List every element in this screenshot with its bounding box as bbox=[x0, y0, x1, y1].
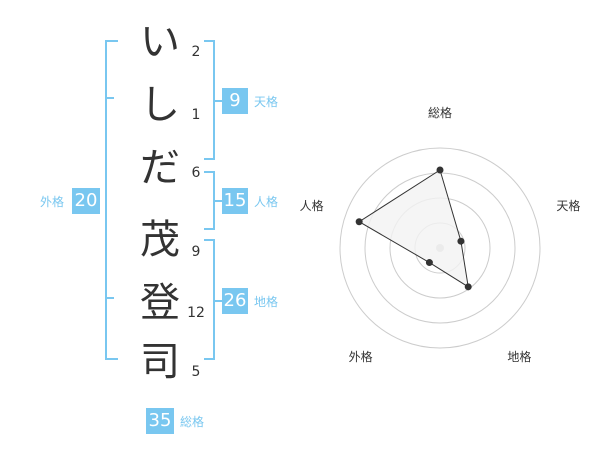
radar-point-4 bbox=[425, 259, 433, 267]
radar-ring bbox=[339, 147, 541, 349]
stroke-count-2: 1 bbox=[191, 107, 201, 123]
radar-point-5 bbox=[355, 218, 363, 226]
jinkaku-badge: 15 bbox=[222, 188, 248, 214]
name-char-3: だ bbox=[140, 145, 180, 191]
jinkaku-label: 人格 bbox=[254, 195, 279, 209]
radar-point-3 bbox=[464, 283, 472, 291]
stroke-count-3: 6 bbox=[191, 165, 201, 181]
radar-axis-label-chikaku: 地格 bbox=[507, 350, 532, 365]
name-char-1: い bbox=[140, 19, 180, 65]
soukaku-badge: 35 bbox=[146, 408, 174, 434]
radar-axis-label-gaikaku: 外格 bbox=[348, 350, 373, 365]
gaikaku-badge: 20 bbox=[72, 188, 100, 214]
name-char-6: 司 bbox=[140, 339, 180, 385]
stroke-count-1: 2 bbox=[191, 44, 201, 60]
stroke-count-4: 9 bbox=[191, 244, 201, 260]
radar-point-2 bbox=[457, 237, 465, 245]
tenkaku-badge: 9 bbox=[222, 88, 248, 114]
chikaku-badge: 26 bbox=[222, 288, 248, 314]
tenkaku-label: 天格 bbox=[254, 95, 279, 109]
stroke-count-5: 12 bbox=[187, 305, 205, 321]
radar-series-polygon bbox=[358, 169, 469, 288]
soukaku-label: 総格 bbox=[180, 415, 205, 429]
stroke-count-6: 5 bbox=[191, 364, 201, 380]
radar-axis-label-tenkaku: 天格 bbox=[556, 199, 581, 214]
chikaku-label: 地格 bbox=[254, 295, 279, 309]
radar-axis-label-soukaku: 総格 bbox=[427, 106, 452, 120]
name-char-4: 茂 bbox=[140, 217, 180, 263]
gaikaku-label: 外格 bbox=[40, 195, 65, 209]
name-char-2: し bbox=[140, 82, 180, 128]
radar-axis-label-jinkaku: 人格 bbox=[299, 199, 324, 214]
radar-point-1 bbox=[436, 166, 444, 174]
name-char-5: 登 bbox=[140, 280, 180, 326]
bracket-lines bbox=[105, 40, 222, 360]
